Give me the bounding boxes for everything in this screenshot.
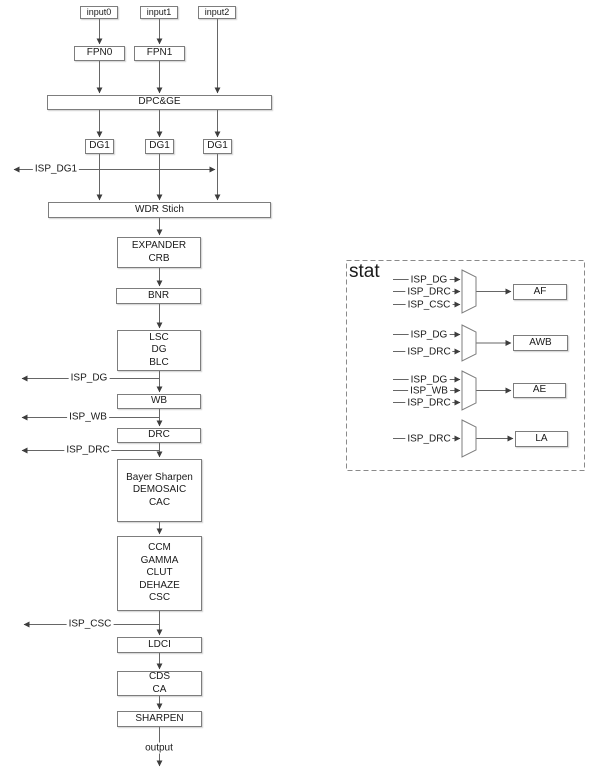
label-isp-drc[interactable]: ISP_DRC: [64, 444, 112, 456]
label-stat-la-isp-drc[interactable]: ISP_DRC: [405, 433, 453, 445]
node-drc[interactable]: DRC: [117, 428, 201, 443]
node-sharpen[interactable]: SHARPEN: [117, 711, 202, 727]
label-stat-ae-isp-dg[interactable]: ISP_DG: [408, 374, 450, 386]
node-awb[interactable]: AWB: [513, 335, 568, 351]
node-la[interactable]: LA: [515, 431, 568, 447]
node-bayer-demosaic-cac[interactable]: Bayer Sharpen DEMOSAIC CAC: [117, 459, 202, 522]
label-stat-af-isp-csc[interactable]: ISP_CSC: [405, 299, 453, 311]
node-fpn0[interactable]: FPN0: [74, 46, 125, 61]
label-isp-wb[interactable]: ISP_WB: [67, 411, 109, 423]
node-input0[interactable]: input0: [80, 6, 118, 19]
label-stat-ae-isp-wb[interactable]: ISP_WB: [408, 385, 450, 397]
node-ldci[interactable]: LDCI: [117, 637, 202, 653]
node-af[interactable]: AF: [513, 284, 567, 300]
mux-shape-la[interactable]: [461, 419, 477, 458]
node-dg1-1[interactable]: DG1: [145, 139, 174, 154]
label-stat-ae-isp-drc[interactable]: ISP_DRC: [405, 397, 453, 409]
node-ae[interactable]: AE: [513, 383, 566, 398]
node-wb[interactable]: WB: [117, 394, 201, 409]
label-isp-dg1[interactable]: ISP_DG1: [32, 163, 80, 175]
node-ccm-gamma-clut-dehaze-csc[interactable]: CCM GAMMA CLUT DEHAZE CSC: [117, 536, 202, 611]
label-isp-csc[interactable]: ISP_CSC: [66, 618, 114, 630]
node-bnr[interactable]: BNR: [116, 288, 201, 304]
label-output: output: [143, 742, 175, 754]
label-stat-awb-isp-drc[interactable]: ISP_DRC: [405, 346, 453, 358]
mux-shape-ae[interactable]: [461, 370, 477, 411]
node-expander-crb[interactable]: EXPANDER CRB: [117, 237, 201, 268]
node-fpn1[interactable]: FPN1: [134, 46, 185, 61]
label-stat-awb-isp-dg[interactable]: ISP_DG: [408, 329, 450, 341]
node-dg1-0[interactable]: DG1: [85, 139, 114, 154]
node-dpc-ge[interactable]: DPC&GE: [47, 95, 272, 110]
mux-shape-af[interactable]: [461, 269, 477, 314]
node-input2[interactable]: input2: [198, 6, 236, 19]
node-dg1-2[interactable]: DG1: [203, 139, 232, 154]
mux-shape-awb[interactable]: [461, 324, 477, 362]
stat-title: stat: [349, 261, 380, 282]
node-wdr-stich[interactable]: WDR Stich: [48, 202, 271, 218]
label-isp-dg[interactable]: ISP_DG: [68, 372, 110, 384]
label-stat-af-isp-drc[interactable]: ISP_DRC: [405, 286, 453, 298]
node-cds-ca[interactable]: CDS CA: [117, 671, 202, 696]
node-lsc-dg-blc[interactable]: LSC DG BLC: [117, 330, 201, 371]
node-input1[interactable]: input1: [140, 6, 178, 19]
label-stat-af-isp-dg[interactable]: ISP_DG: [408, 274, 450, 286]
